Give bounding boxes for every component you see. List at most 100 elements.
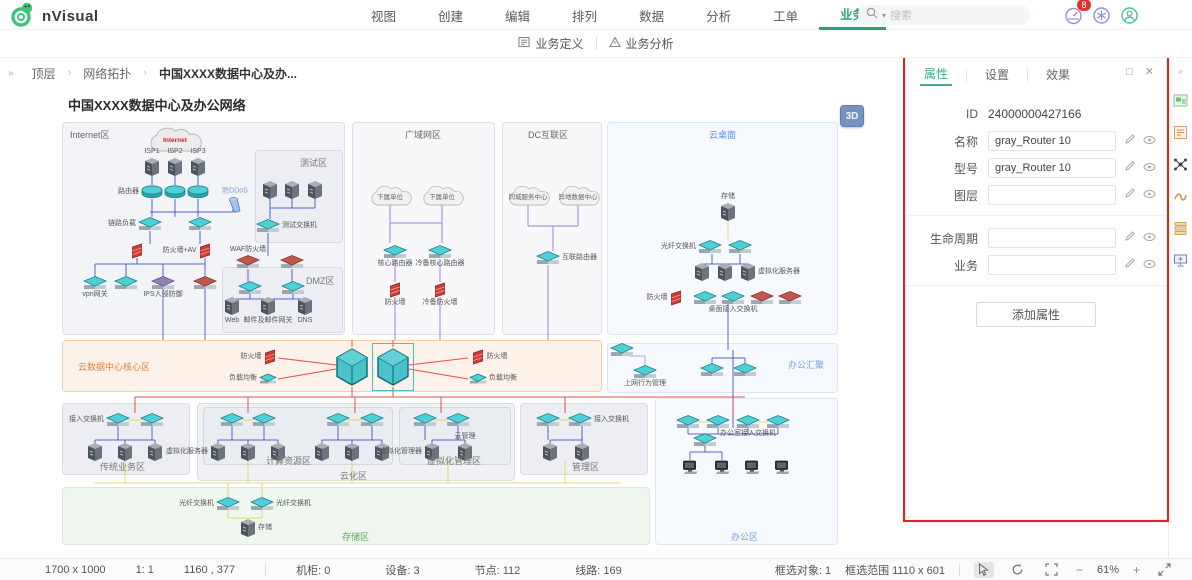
- node-sv-82[interactable]: 存储: [240, 518, 272, 538]
- zoom-out-button[interactable]: −: [1075, 562, 1083, 577]
- search-scope-chevron-icon[interactable]: ▾: [882, 10, 887, 20]
- menu-item-3[interactable]: 排列: [572, 9, 598, 24]
- topology-nodes-icon[interactable]: [1173, 157, 1188, 172]
- node-sw-35[interactable]: 互联路由器: [536, 251, 597, 265]
- node-sw-44[interactable]: 桌面接入交换机: [709, 291, 758, 313]
- thumbnail-view-icon[interactable]: [1173, 93, 1188, 108]
- node-sw-37[interactable]: 光纤交换机: [661, 240, 722, 254]
- search-box[interactable]: ▾ 搜索: [858, 5, 1030, 25]
- zone-8[interactable]: [62, 403, 190, 475]
- node-fw-42[interactable]: 防火墙: [647, 290, 683, 306]
- tab-settings[interactable]: 设置: [985, 67, 1010, 82]
- tab-properties[interactable]: 属性: [920, 65, 953, 86]
- field-input-5[interactable]: [988, 255, 1116, 275]
- node-sw-9[interactable]: [188, 217, 212, 231]
- node-sv-59[interactable]: [87, 442, 103, 462]
- node-sw-72[interactable]: [413, 413, 437, 427]
- node-rt-6[interactable]: [187, 185, 209, 199]
- node-sv-66[interactable]: [270, 442, 286, 462]
- select-pointer-button[interactable]: [973, 561, 994, 578]
- node-sv-75[interactable]: 云管理: [455, 433, 476, 462]
- field-input-4[interactable]: [988, 228, 1116, 248]
- node-swr-46[interactable]: [778, 291, 802, 305]
- node-fw-51[interactable]: 防火墙: [472, 349, 508, 365]
- node-rt-5[interactable]: [164, 185, 186, 199]
- menu-item-6[interactable]: 工单: [773, 9, 799, 24]
- node-sv-24[interactable]: Web: [224, 296, 240, 324]
- node-fw-32[interactable]: 冷备防火墙: [423, 282, 458, 306]
- node-sv-69[interactable]: [314, 442, 330, 462]
- breadcrumb-collapse-icon[interactable]: »: [8, 67, 14, 79]
- panel-maximize-icon[interactable]: □: [1126, 66, 1133, 78]
- node-sw-87[interactable]: [693, 433, 717, 447]
- node-fw-14[interactable]: [131, 243, 144, 259]
- node-sw-58[interactable]: [140, 413, 164, 427]
- field-input-3[interactable]: [988, 185, 1116, 205]
- zone-13[interactable]: [62, 487, 650, 545]
- node-sw-67[interactable]: [326, 413, 350, 427]
- node-sv-70[interactable]: [344, 442, 360, 462]
- node-rt-4[interactable]: 路由器: [118, 185, 163, 199]
- node-sw-80[interactable]: 光纤交换机: [179, 497, 240, 511]
- edit-pencil-icon[interactable]: [1124, 186, 1136, 204]
- menu-item-0[interactable]: 视图: [371, 9, 397, 24]
- zone-5[interactable]: [607, 122, 838, 335]
- node-sv-64[interactable]: 虚拟化服务器: [166, 442, 226, 462]
- node-sw-16[interactable]: vpn网关: [82, 276, 108, 298]
- node-sw-76[interactable]: [536, 413, 560, 427]
- menu-item-1[interactable]: 创建: [438, 9, 464, 24]
- node-hx-49[interactable]: [335, 348, 369, 386]
- node-cl-33[interactable]: 同城服务中心: [505, 183, 551, 209]
- node-cl-34[interactable]: 异地数据中心: [555, 183, 601, 209]
- node-sw-63[interactable]: [252, 413, 276, 427]
- business-define-button[interactable]: 业务定义: [518, 35, 584, 52]
- zoom-in-button[interactable]: +: [1132, 562, 1140, 577]
- node-sw-73[interactable]: [446, 413, 470, 427]
- zone-4[interactable]: [502, 122, 602, 335]
- node-sv-36[interactable]: 存储: [720, 193, 736, 222]
- node-sv-40[interactable]: [717, 262, 733, 282]
- sidebar-collapse-icon[interactable]: »: [1177, 66, 1183, 76]
- apps-icon[interactable]: [1090, 4, 1112, 26]
- node-fw-31[interactable]: 防火墙: [385, 282, 406, 306]
- node-sv-71[interactable]: [374, 442, 390, 462]
- menu-item-5[interactable]: 分析: [706, 9, 732, 24]
- node-sv-26[interactable]: DNS: [297, 296, 313, 324]
- menu-item-4[interactable]: 数据: [639, 9, 665, 24]
- node-fw-47[interactable]: 防火墙: [241, 349, 277, 365]
- node-sw-62[interactable]: [220, 413, 244, 427]
- panel-close-icon[interactable]: ✕: [1144, 66, 1154, 78]
- node-sv-61[interactable]: [147, 442, 163, 462]
- node-cll-0[interactable]: Internet: [145, 124, 205, 156]
- search-input[interactable]: 搜索: [890, 10, 913, 22]
- node-sw-83[interactable]: [676, 415, 700, 429]
- node-sw-55[interactable]: [700, 363, 724, 377]
- node-sv-78[interactable]: [542, 442, 558, 462]
- node-lb-52[interactable]: 负载均衡: [469, 373, 517, 385]
- node-sw-57[interactable]: 接入交换机: [69, 413, 130, 427]
- node-sv-10[interactable]: [262, 180, 278, 200]
- node-sw-77[interactable]: 接入交换机: [568, 413, 629, 427]
- node-pc-91[interactable]: [773, 460, 791, 476]
- node-sw-86[interactable]: [766, 415, 790, 429]
- node-sw-38[interactable]: [728, 240, 752, 254]
- tab-effects[interactable]: 效果: [1046, 67, 1071, 82]
- zone-3[interactable]: [352, 122, 495, 335]
- node-sw-84[interactable]: [706, 415, 730, 429]
- node-sv-79[interactable]: [574, 442, 590, 462]
- menu-item-2[interactable]: 编辑: [505, 9, 531, 24]
- node-fw-15[interactable]: 防火墙+AV: [163, 243, 212, 259]
- node-cl-27[interactable]: 下属单位: [367, 183, 413, 209]
- node-sw-30[interactable]: 冷备核心路由器: [416, 245, 465, 267]
- legend-list-icon[interactable]: [1173, 125, 1188, 140]
- node-sw-13[interactable]: 测试交换机: [256, 219, 317, 233]
- node-sv-65[interactable]: [240, 442, 256, 462]
- node-sw-43[interactable]: [693, 291, 717, 305]
- node-sw-68[interactable]: [360, 413, 384, 427]
- node-pc-89[interactable]: [713, 460, 731, 476]
- node-swr-45[interactable]: [750, 291, 774, 305]
- node-sv-25[interactable]: 邮件及邮件网关: [244, 296, 293, 324]
- rack-icon[interactable]: [1173, 221, 1188, 236]
- user-avatar-icon[interactable]: [1118, 4, 1140, 26]
